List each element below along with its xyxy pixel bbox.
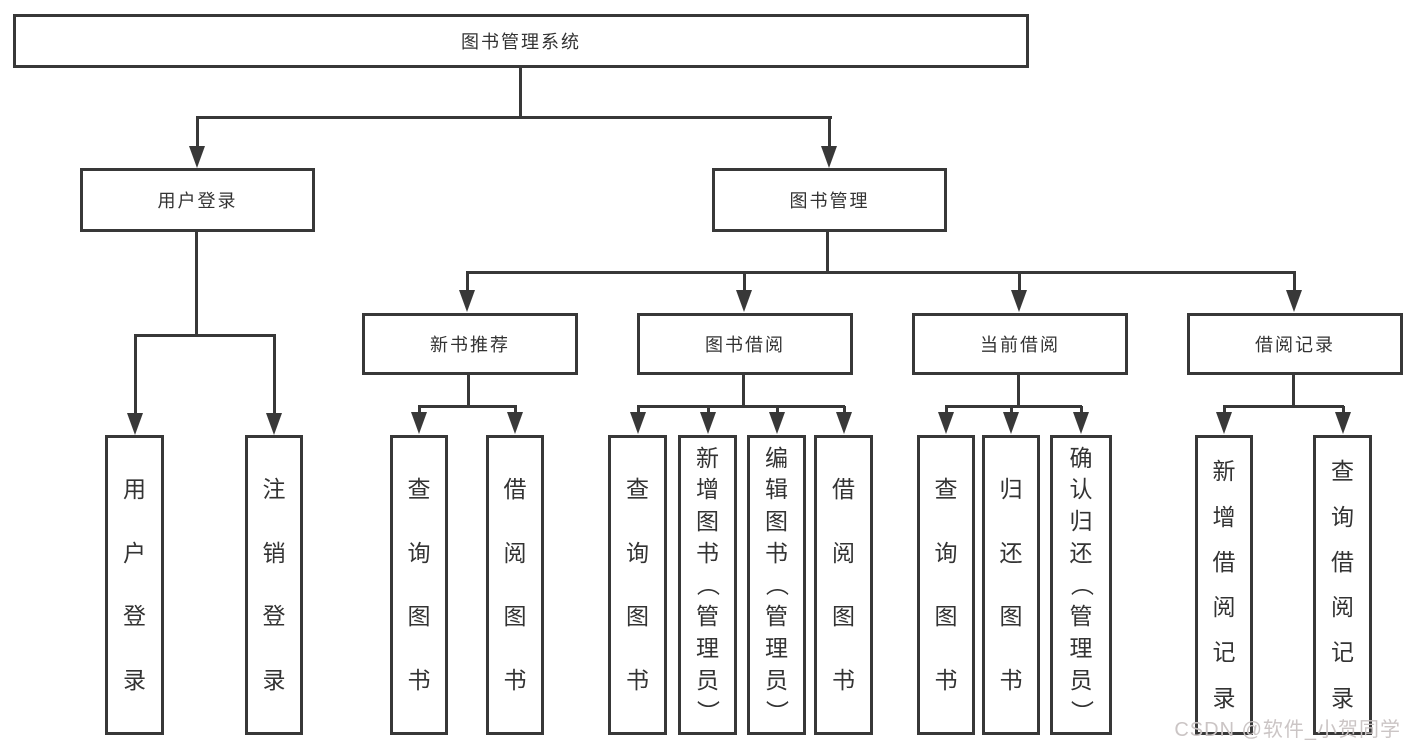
leaf-return-books: 归还图书	[982, 435, 1040, 735]
connector-line	[418, 406, 421, 416]
arrow-down-icon	[1073, 412, 1089, 434]
connector-line	[828, 117, 831, 150]
connector-line	[1018, 272, 1021, 294]
arrow-down-icon	[836, 412, 852, 434]
arrow-down-icon	[1335, 412, 1351, 434]
arrow-down-icon	[411, 412, 427, 434]
node-borrowing-records: 借阅记录	[1187, 313, 1403, 375]
arrow-down-icon	[736, 290, 752, 312]
node-label: 图书管理系统	[461, 32, 581, 52]
connector-line	[707, 406, 710, 416]
leaf-label: 查询图书	[626, 476, 649, 693]
node-label: 新书推荐	[430, 335, 510, 355]
connector-line	[1292, 375, 1295, 408]
arrow-down-icon	[821, 146, 837, 168]
leaf-label: 借阅图书	[503, 476, 527, 693]
connector-line	[743, 272, 746, 294]
connector-line	[742, 375, 745, 408]
leaf-label: 查询借阅记录	[1331, 458, 1354, 711]
leaf-borrow-books: 借阅图书	[814, 435, 873, 735]
connector-line	[196, 116, 832, 119]
connector-line	[466, 272, 469, 294]
connector-line	[1017, 375, 1020, 408]
leaf-label: 新增借阅记录	[1212, 458, 1236, 711]
connector-line	[1223, 405, 1344, 408]
arrow-down-icon	[630, 412, 646, 434]
connector-line	[945, 405, 1082, 408]
arrow-down-icon	[1011, 290, 1027, 312]
leaf-label: 查询图书	[407, 476, 431, 693]
leaf-edit-books-admin: 编辑图书（管理员）	[747, 435, 806, 735]
node-book-management-branch: 图书管理	[712, 168, 947, 232]
leaf-query-books-recommend: 查询图书	[390, 435, 448, 735]
connector-line	[134, 334, 276, 337]
connector-line	[1342, 406, 1345, 416]
leaf-label: 借阅图书	[832, 476, 855, 693]
leaf-label: 查询图书	[934, 476, 958, 693]
node-library-management-system: 图书管理系统	[13, 14, 1029, 68]
arrow-down-icon	[189, 146, 205, 168]
connector-line	[637, 405, 845, 408]
node-label: 图书管理	[789, 191, 870, 211]
connector-line	[195, 232, 198, 337]
arrow-down-icon	[769, 412, 785, 434]
leaf-label: 注销登录	[262, 476, 286, 693]
node-current-borrowing: 当前借阅	[912, 313, 1128, 375]
connector-line	[134, 335, 137, 417]
leaf-query-borrow-record: 查询借阅记录	[1313, 435, 1372, 735]
leaf-borrow-books-recommend: 借阅图书	[486, 435, 544, 735]
arrow-down-icon	[1003, 412, 1019, 434]
connector-line	[273, 335, 276, 417]
leaf-confirm-return-admin: 确认归还（管理员）	[1050, 435, 1112, 735]
leaf-label: 确认归还（管理员）	[1068, 444, 1095, 724]
connector-line	[826, 232, 829, 274]
watermark: CSDN @软件_小贺同学	[1174, 719, 1401, 741]
leaf-add-books-admin: 新增图书（管理员）	[678, 435, 737, 735]
connector-line	[466, 271, 1296, 274]
connector-line	[776, 406, 779, 416]
node-label: 图书借阅	[705, 335, 785, 355]
arrow-down-icon	[700, 412, 716, 434]
arrow-down-icon	[1286, 290, 1302, 312]
leaf-label: 新增图书（管理员）	[695, 444, 721, 724]
node-user-login-branch: 用户登录	[80, 168, 315, 232]
connector-line	[514, 406, 517, 416]
arrow-down-icon	[1216, 412, 1232, 434]
connector-line	[843, 406, 846, 416]
node-label: 当前借阅	[980, 335, 1060, 355]
connector-line	[1223, 406, 1226, 416]
leaf-label: 编辑图书（管理员）	[764, 444, 790, 724]
connector-line	[418, 405, 517, 408]
connector-line	[637, 406, 640, 416]
connector-line	[519, 68, 522, 119]
leaf-logout: 注销登录	[245, 435, 303, 735]
connector-line	[1010, 406, 1013, 416]
leaf-label: 归还图书	[999, 476, 1023, 693]
connector-line	[1293, 272, 1296, 294]
node-book-borrowing: 图书借阅	[637, 313, 853, 375]
arrow-down-icon	[127, 413, 143, 435]
leaf-label: 用户登录	[123, 476, 146, 693]
leaf-user-login: 用户登录	[105, 435, 164, 735]
node-label: 借阅记录	[1255, 335, 1335, 355]
leaf-add-borrow-record: 新增借阅记录	[1195, 435, 1253, 735]
node-new-book-recommendation: 新书推荐	[362, 313, 578, 375]
arrow-down-icon	[938, 412, 954, 434]
leaf-query-books-current: 查询图书	[917, 435, 975, 735]
arrow-down-icon	[507, 412, 523, 434]
arrow-down-icon	[459, 290, 475, 312]
node-label: 用户登录	[157, 191, 238, 211]
connector-line	[467, 375, 470, 408]
connector-line	[945, 406, 948, 416]
leaf-query-books-borrowing: 查询图书	[608, 435, 667, 735]
arrow-down-icon	[266, 413, 282, 435]
connector-line	[1080, 406, 1083, 416]
connector-line	[196, 117, 199, 150]
